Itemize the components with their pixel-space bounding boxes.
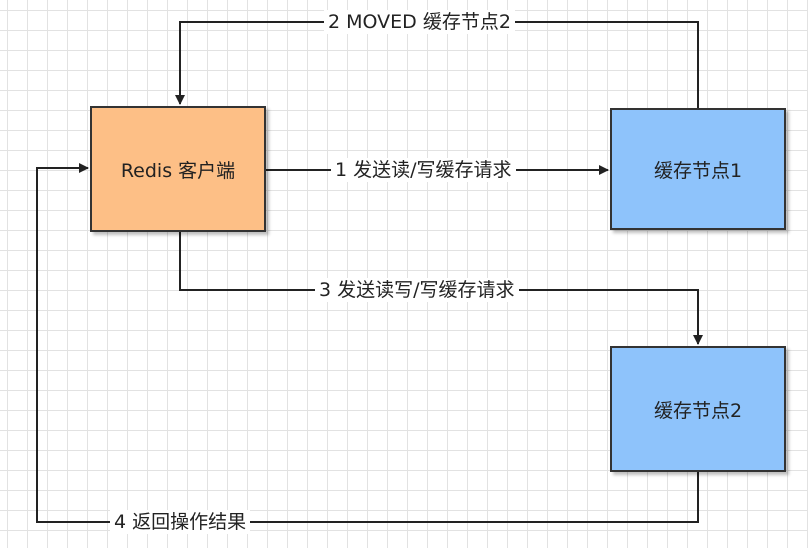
redis-client-box: Redis 客户端 xyxy=(90,106,266,232)
edge-4-line xyxy=(36,163,699,523)
edge-4-label: 4 返回操作结果 xyxy=(110,510,251,534)
cache-node-2-box: 缓存节点2 xyxy=(610,346,786,472)
edge-2-line xyxy=(175,21,699,108)
edge-2-label: 2 MOVED 缓存节点2 xyxy=(324,10,515,34)
edge-3-label: 3 发送读写/写缓存请求 xyxy=(315,278,519,302)
cache-node-1-box: 缓存节点1 xyxy=(610,108,786,230)
edge-1-label: 1 发送读/写缓存请求 xyxy=(331,158,516,182)
